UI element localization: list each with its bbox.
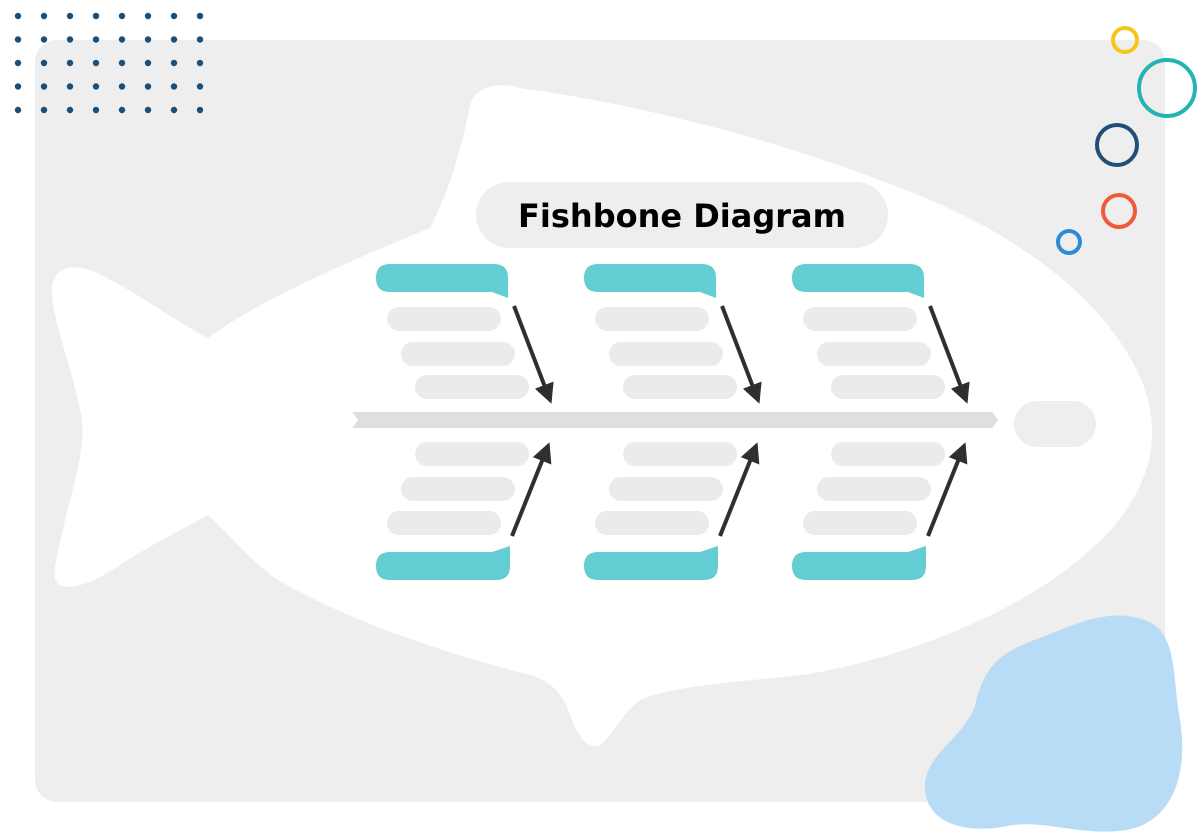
grid-dot: [118, 83, 126, 90]
category-group-bottom: [792, 442, 968, 580]
cause-placeholder: [803, 511, 917, 535]
cause-placeholder: [595, 511, 709, 535]
grid-dot: [144, 59, 152, 67]
cause-placeholder: [387, 511, 501, 535]
category-box: [584, 264, 716, 298]
grid-dot: [144, 106, 152, 114]
cause-placeholder: [415, 375, 529, 399]
grid-dot: [118, 36, 126, 43]
grid-dot: [118, 12, 126, 20]
cause-placeholder: [401, 342, 515, 366]
grid-dot: [144, 36, 152, 43]
grid-dot: [66, 106, 74, 114]
grid-dot: [170, 36, 178, 43]
grid-dot: [14, 59, 22, 67]
category-group-top: [584, 264, 762, 404]
grid-dot: [40, 83, 48, 90]
grid-dot: [196, 12, 204, 20]
cause-placeholder: [595, 307, 709, 331]
cause-arrow: [718, 442, 760, 537]
grid-dot: [66, 83, 74, 90]
navy-circle-icon: [1095, 123, 1139, 167]
cause-placeholder: [831, 442, 945, 466]
grid-dot: [196, 59, 204, 67]
diagram-title: Fishbone Diagram: [518, 197, 846, 235]
grid-dot: [92, 83, 100, 90]
category-box: [376, 546, 510, 580]
grid-dot: [14, 12, 22, 20]
grid-dot: [92, 36, 100, 43]
grid-dot: [66, 12, 74, 20]
grid-dot: [196, 83, 204, 90]
cause-placeholder: [415, 442, 529, 466]
grid-dot: [92, 106, 100, 114]
cause-arrow: [720, 305, 762, 404]
dot-grid-decoration: [14, 12, 204, 114]
fish-head-box: [1014, 401, 1096, 447]
category-box: [792, 546, 926, 580]
title-pill: [476, 182, 888, 248]
grid-dot: [92, 12, 100, 20]
grid-dot: [40, 106, 48, 114]
grid-dot: [40, 12, 48, 20]
cause-placeholder: [817, 477, 931, 501]
blue-circle-icon: [1056, 229, 1082, 255]
grid-dot: [40, 36, 48, 43]
orange-circle-icon: [1101, 193, 1137, 229]
grid-dot: [170, 59, 178, 67]
cause-arrow: [928, 305, 970, 404]
cause-placeholder: [623, 442, 737, 466]
grid-dot: [170, 106, 178, 114]
category-box: [376, 264, 508, 298]
cause-arrow: [926, 442, 968, 537]
decorative-circles: [1056, 26, 1197, 255]
fishbone-spine: [352, 412, 998, 428]
category-group-top: [376, 264, 554, 404]
grid-dot: [196, 36, 204, 43]
category-box: [792, 264, 924, 298]
grid-dot: [144, 83, 152, 90]
grid-dot: [118, 106, 126, 114]
grid-dot: [66, 36, 74, 43]
grid-dot: [14, 36, 22, 43]
cause-placeholder: [623, 375, 737, 399]
category-group-bottom: [584, 442, 760, 580]
cause-placeholder: [609, 477, 723, 501]
category-group-bottom: [376, 442, 552, 580]
cause-placeholder: [387, 307, 501, 331]
grid-dot: [66, 59, 74, 67]
category-box: [584, 546, 718, 580]
cause-placeholder: [401, 477, 515, 501]
grid-dot: [14, 83, 22, 90]
cause-placeholder: [803, 307, 917, 331]
grid-dot: [170, 12, 178, 20]
category-group-top: [792, 264, 970, 404]
cause-placeholder: [609, 342, 723, 366]
cause-arrow: [510, 442, 552, 537]
category-groups: [376, 264, 970, 580]
cause-arrow: [512, 305, 554, 404]
teal-circle-icon: [1137, 58, 1197, 118]
yellow-circle-icon: [1111, 26, 1139, 54]
grid-dot: [196, 106, 204, 114]
grid-dot: [14, 106, 22, 114]
grid-dot: [170, 83, 178, 90]
grid-dot: [40, 59, 48, 67]
grid-dot: [144, 12, 152, 20]
cause-placeholder: [817, 342, 931, 366]
grid-dot: [118, 59, 126, 67]
cause-placeholder: [831, 375, 945, 399]
blob-decoration: [924, 615, 1183, 832]
grid-dot: [92, 59, 100, 67]
